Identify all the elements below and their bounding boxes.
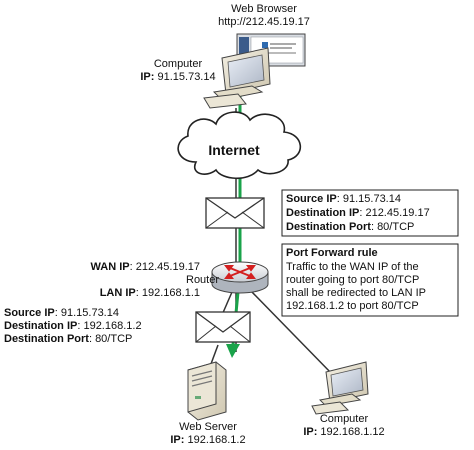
computer-top-name: Computer (154, 58, 203, 70)
flow-arrowhead (226, 344, 240, 358)
router-icon (211, 261, 269, 294)
packet-info-top-box (281, 189, 459, 237)
router-lan-ip: LAN IP: 192.168.1.1 (100, 287, 200, 299)
web-server-name: Web Server (179, 421, 237, 433)
link-line-computer (249, 289, 335, 377)
computer-bottom-ip: IP: 192.168.1.12 (303, 426, 384, 438)
port-forward-line: Traffic to the WAN IP of the (286, 261, 419, 273)
router-wan-ip: WAN IP: 212.45.19.17 (91, 261, 200, 273)
web-server-ip: IP: 192.168.1.2 (170, 434, 245, 446)
port-forward-line: router going to port 80/TCP (286, 274, 419, 286)
port-forward-title: Port Forward rule (286, 247, 378, 259)
packet-envelope-bottom-icon (195, 311, 251, 343)
packet-top-source: Source IP: 91.15.73.14 (286, 193, 401, 205)
browser-title: Web Browser (231, 3, 297, 15)
browser-url: http://212.45.19.17 (218, 16, 310, 28)
packet-envelope-top-icon (205, 197, 265, 229)
link-line-server (221, 291, 233, 316)
router-name: Router (186, 274, 219, 286)
port-forward-rule-box (281, 243, 459, 317)
packet-top-destination: Destination IP: 212.45.19.17 (286, 207, 430, 219)
computer-bottom-name: Computer (320, 413, 369, 425)
computer-top-ip: IP: 91.15.73.14 (140, 71, 215, 83)
router-arrows-icon (224, 265, 256, 279)
computer-bottom-icon (311, 361, 369, 415)
port-forward-line: shall be redirected to LAN IP (286, 287, 426, 299)
packet-bottom-port: Destination Port: 80/TCP (4, 333, 132, 345)
packet-top-port: Destination Port: 80/TCP (286, 221, 414, 233)
port-forward-line: 192.168.1.2 to port 80/TCP (286, 300, 419, 312)
web-server-icon (187, 361, 227, 421)
internet-label: Internet (208, 142, 260, 158)
computer-top-icon (203, 47, 271, 109)
packet-bottom-source: Source IP: 91.15.73.14 (4, 307, 119, 319)
packet-bottom-destination: Destination IP: 192.168.1.2 (4, 320, 142, 332)
internet-cloud-icon (177, 111, 302, 180)
